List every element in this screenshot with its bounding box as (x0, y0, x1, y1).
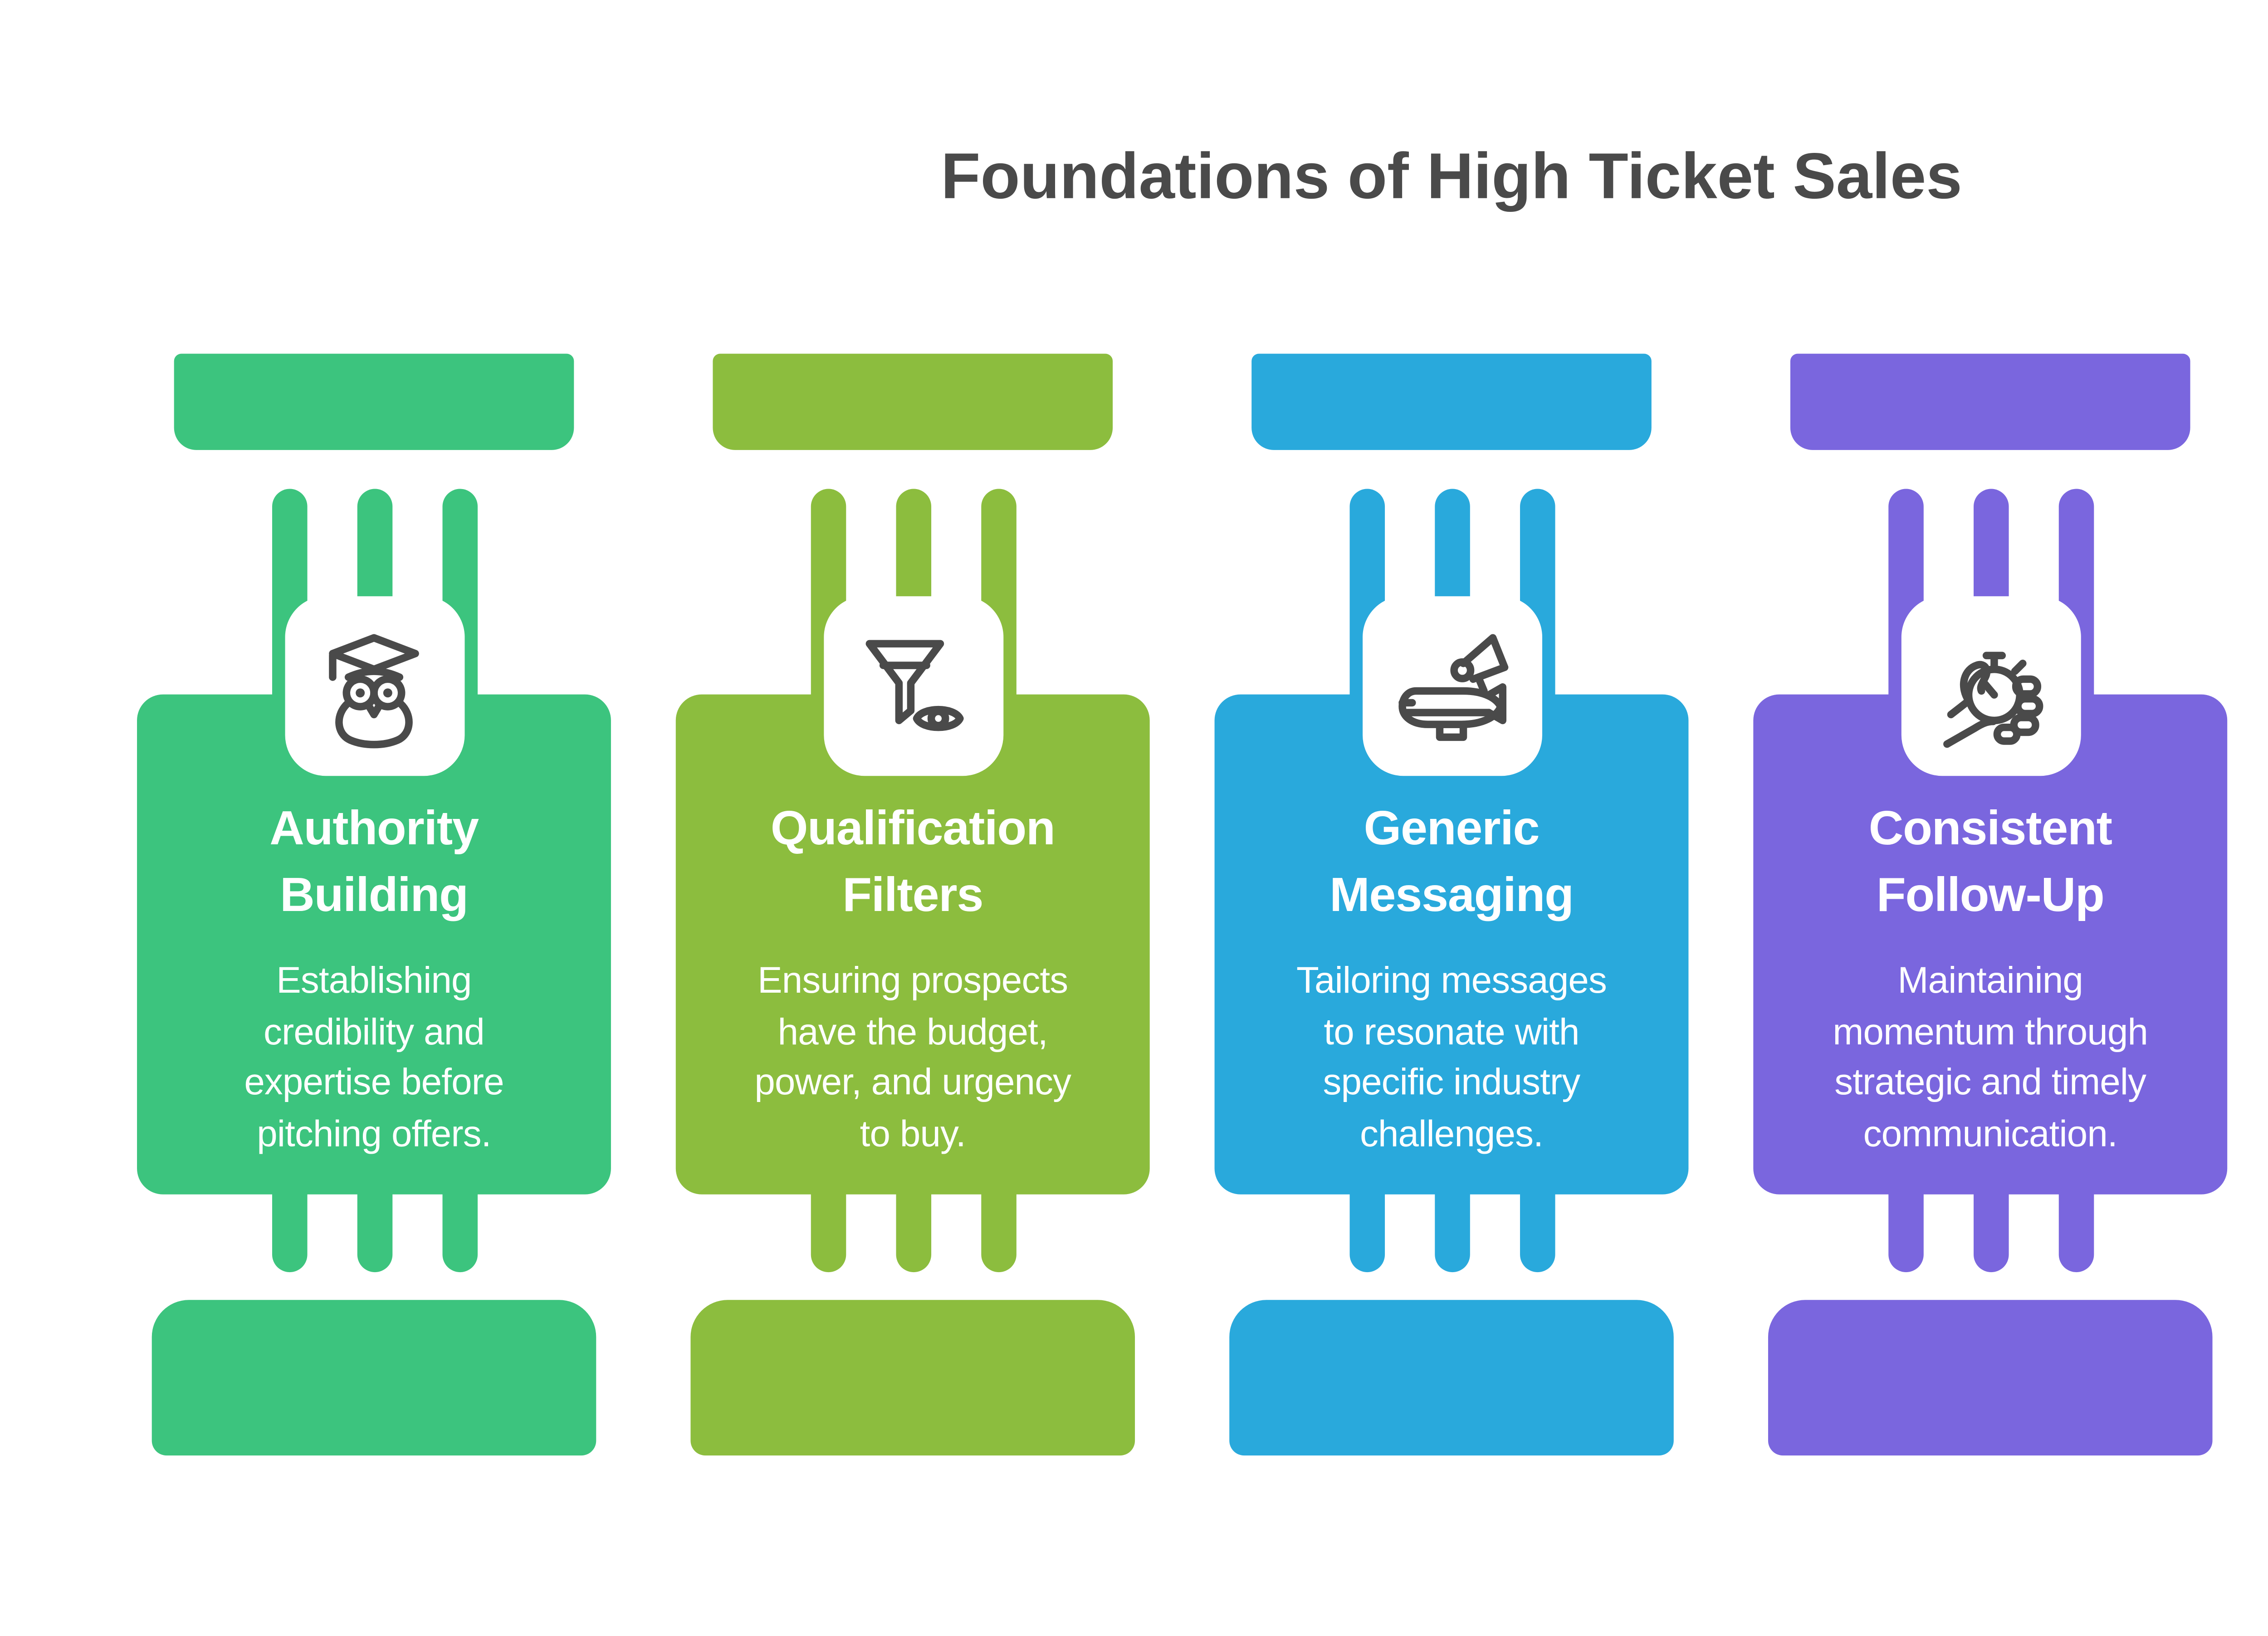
card-description: Tailoring messages to resonate with spec… (1296, 961, 1607, 1155)
pillar-cap-bottom (152, 1300, 596, 1456)
pillar-cap-top (713, 353, 1113, 450)
card-description: Establishing credibility and expertise b… (244, 961, 504, 1155)
pillar-column-generic-messaging: Generic Messaging Tailoring messages to … (1214, 0, 1689, 1635)
pillar-cap-top (174, 353, 574, 450)
card-title: Qualification Filters (770, 800, 1056, 922)
pillar-column-consistent-follow-up: Consistent Follow-Up Maintaining momentu… (1753, 0, 2228, 1635)
card-qualification-filters: Qualification Filters Ensuring prospects… (675, 694, 1150, 1195)
card-title: Authority Building (269, 800, 479, 922)
blimp-megaphone-icon (1362, 596, 1541, 776)
pillar-cap-bottom (1229, 1300, 1674, 1456)
page-title: Foundations of High Ticket Sales (941, 141, 1962, 213)
card-description: Ensuring prospects have the budget, powe… (754, 961, 1071, 1155)
card-title: Consistent Follow-Up (1868, 800, 2112, 922)
pillar-cap-bottom (690, 1300, 1135, 1456)
funnel-eye-icon (823, 596, 1003, 776)
card-description: Maintaining momentum through strategic a… (1833, 961, 2148, 1155)
hand-stopwatch-icon (1900, 596, 2080, 776)
card-authority-building: Authority Building Establishing credibil… (137, 694, 611, 1195)
owl-graduation-icon (284, 596, 464, 776)
card-generic-messaging: Generic Messaging Tailoring messages to … (1214, 694, 1689, 1195)
pillar-cap-bottom (1768, 1300, 2213, 1456)
pillar-cap-top (1251, 353, 1652, 450)
pillar-column-authority-building: Authority Building Establishing credibil… (137, 0, 611, 1635)
pillar-column-qualification-filters: Qualification Filters Ensuring prospects… (675, 0, 1150, 1635)
card-title: Generic Messaging (1330, 800, 1574, 922)
card-consistent-follow-up: Consistent Follow-Up Maintaining momentu… (1753, 694, 2228, 1195)
pillar-cap-top (1790, 353, 2190, 450)
